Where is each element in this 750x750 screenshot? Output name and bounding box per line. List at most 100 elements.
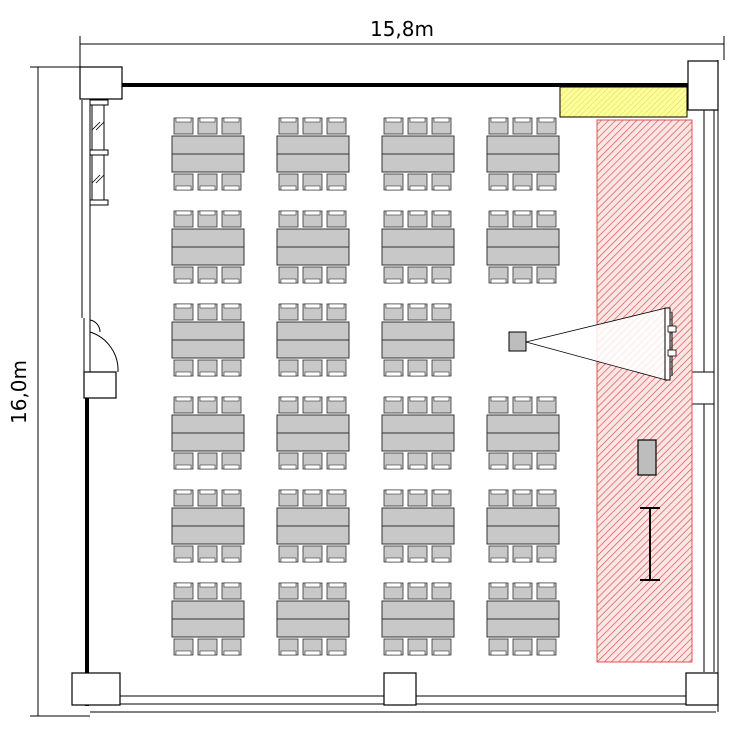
chair [431, 545, 452, 563]
chair [407, 303, 428, 321]
table-group [381, 489, 455, 563]
chair [488, 489, 509, 507]
chair [512, 452, 533, 470]
chair [536, 638, 557, 656]
chair [197, 452, 218, 470]
chair [512, 117, 533, 135]
chair [383, 545, 404, 563]
table [486, 135, 560, 155]
table-group [381, 303, 455, 377]
chair [302, 117, 323, 135]
column-bottom-middle [383, 672, 417, 706]
chair [383, 638, 404, 656]
chair [407, 638, 428, 656]
table [276, 321, 350, 341]
chair [221, 117, 242, 135]
chair [221, 582, 242, 600]
table [486, 618, 560, 638]
table [276, 135, 350, 155]
table [276, 618, 350, 638]
table-group [486, 396, 560, 470]
chair [488, 396, 509, 414]
table-group [486, 582, 560, 656]
chair [431, 173, 452, 191]
chair [302, 359, 323, 377]
table [171, 153, 245, 173]
chair [488, 210, 509, 228]
chair [278, 303, 299, 321]
chair [278, 638, 299, 656]
chair [302, 582, 323, 600]
chair [512, 545, 533, 563]
chair [197, 489, 218, 507]
chair [221, 638, 242, 656]
chair [512, 396, 533, 414]
chair [536, 582, 557, 600]
table [381, 507, 455, 527]
chair [278, 452, 299, 470]
chair [383, 489, 404, 507]
table [276, 153, 350, 173]
chair [173, 452, 194, 470]
table-group [171, 210, 245, 284]
table [276, 228, 350, 248]
table [276, 246, 350, 266]
chair [488, 638, 509, 656]
chair [197, 173, 218, 191]
chair [431, 303, 452, 321]
table [171, 600, 245, 620]
table-group [171, 489, 245, 563]
projection-screen [664, 307, 671, 381]
chair [431, 582, 452, 600]
chair [536, 266, 557, 284]
chair [221, 210, 242, 228]
table [171, 414, 245, 434]
chair [326, 210, 347, 228]
column-bottom-left [71, 672, 121, 706]
column-top-right [687, 60, 719, 111]
chair [173, 638, 194, 656]
table [276, 600, 350, 620]
chair [197, 582, 218, 600]
chair [173, 489, 194, 507]
table [486, 153, 560, 173]
table-group [381, 582, 455, 656]
chair [173, 396, 194, 414]
chair [173, 545, 194, 563]
table [171, 525, 245, 545]
chair [512, 489, 533, 507]
projector [508, 307, 677, 381]
chair [326, 117, 347, 135]
chair [488, 266, 509, 284]
table [171, 246, 245, 266]
chair [221, 359, 242, 377]
chair [488, 582, 509, 600]
chair [407, 359, 428, 377]
table-group [486, 489, 560, 563]
chair [278, 117, 299, 135]
table-group [276, 489, 350, 563]
chair [173, 359, 194, 377]
door [83, 318, 119, 373]
table [486, 600, 560, 620]
table [381, 618, 455, 638]
chair [383, 582, 404, 600]
chair [407, 396, 428, 414]
table-group [171, 117, 245, 191]
table-group [381, 117, 455, 191]
chair [488, 452, 509, 470]
chair [536, 396, 557, 414]
chair [431, 396, 452, 414]
chair [302, 545, 323, 563]
chair [278, 173, 299, 191]
chair [383, 173, 404, 191]
chair [536, 452, 557, 470]
table [381, 600, 455, 620]
chair [197, 359, 218, 377]
table [171, 432, 245, 452]
table [486, 525, 560, 545]
chair [536, 173, 557, 191]
chair [302, 173, 323, 191]
chair [326, 266, 347, 284]
chair [383, 396, 404, 414]
